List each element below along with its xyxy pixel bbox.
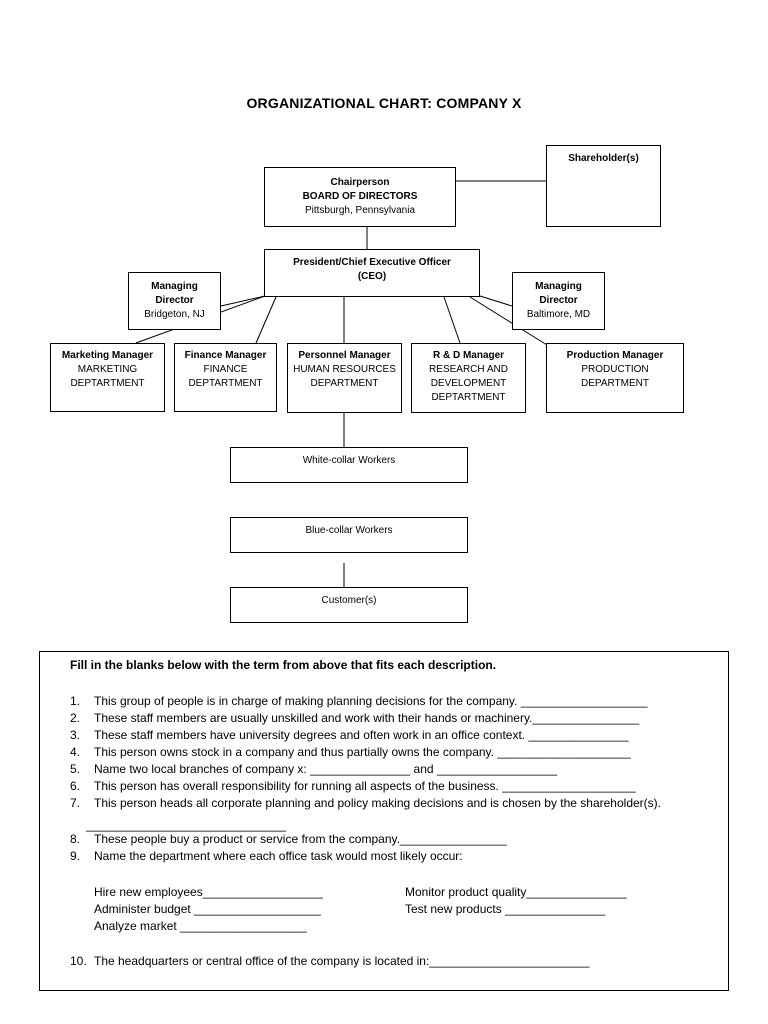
ceo-abbr: (CEO)	[357, 271, 387, 282]
rd-dept-2: DEVELOPMENT	[430, 378, 507, 389]
marketing-box: Marketing Manager MARKETING DEPTARTMENT	[50, 343, 165, 412]
shareholders-box: Shareholder(s)	[546, 145, 661, 227]
connector-ceo-md-right	[479, 295, 513, 307]
personnel-dept-2: DEPARTMENT	[310, 378, 379, 389]
question-9: 9. Name the department where each office …	[70, 848, 463, 865]
shareholders-label: Shareholder(s)	[568, 153, 639, 164]
blue-collar-label: Blue-collar Workers	[305, 525, 393, 536]
ceo-box: President/Chief Executive Officer (CEO)	[264, 249, 480, 297]
md-left-location: Bridgeton, NJ	[144, 309, 205, 320]
question-text: These people buy a product or service fr…	[94, 832, 507, 846]
rd-title: R & D Manager	[432, 350, 505, 361]
page-title: ORGANIZATIONAL CHART: COMPANY X	[246, 95, 522, 111]
marketing-dept-2: DEPTARTMENT	[70, 378, 145, 389]
blue-collar-box: Blue-collar Workers	[230, 517, 468, 553]
production-dept-2: DEPARTMENT	[581, 378, 649, 389]
finance-dept-2: DEPTARTMENT	[188, 378, 263, 389]
question-text: These staff members have university degr…	[94, 728, 629, 742]
question-number: 6.	[70, 779, 81, 793]
question-10: 10. The headquarters or central office of…	[70, 953, 589, 970]
question-number: 8.	[70, 832, 81, 846]
question-text: This group of people is in charge of mak…	[94, 694, 648, 708]
question-number: 5.	[70, 762, 81, 776]
question-number: 1.	[70, 694, 81, 708]
personnel-title: Personnel Manager	[298, 350, 391, 361]
question-3: 3. These staff members have university de…	[70, 727, 629, 744]
question-6: 6. This person has overall responsibility…	[70, 778, 636, 795]
question-5: 5. Name two local branches of company x: …	[70, 761, 557, 778]
finance-title: Finance Manager	[184, 350, 267, 361]
production-dept-1: PRODUCTION	[581, 364, 649, 375]
marketing-dept-1: MARKETING	[77, 364, 138, 375]
question-2: 2. These staff members are usually unskil…	[70, 710, 639, 727]
production-box: Production Manager PRODUCTION DEPARTMENT	[546, 343, 684, 413]
production-title: Production Manager	[566, 350, 664, 361]
question-text: Name the department where each office ta…	[94, 849, 463, 863]
rd-box: R & D Manager RESEARCH AND DEVELOPMENT D…	[411, 343, 526, 413]
question-number: 4.	[70, 745, 81, 759]
question-4: 4. This person owns stock in a company an…	[70, 744, 631, 761]
md-left-box: Managing Director Bridgeton, NJ	[128, 272, 221, 330]
connector-ceo-rd	[443, 296, 461, 344]
md-left-line1: Managing	[151, 281, 198, 292]
personnel-box: Personnel Manager HUMAN RESOURCES DEPART…	[287, 343, 402, 413]
question-number: 2.	[70, 711, 81, 725]
md-right-box: Managing Director Baltimore, MD	[512, 272, 605, 330]
question-text: Name two local branches of company x: __…	[94, 762, 558, 776]
question-number: 10.	[70, 954, 87, 968]
board-location: Pittsburgh, Pennsylvania	[304, 205, 416, 216]
question-number: 7.	[70, 796, 81, 810]
question-number: 9.	[70, 849, 81, 863]
white-collar-label: White-collar Workers	[302, 455, 396, 466]
md-right-line2: Director	[539, 295, 578, 306]
finance-dept-1: FINANCE	[203, 364, 248, 375]
question-7: 7. This person heads all corporate planni…	[70, 795, 661, 812]
customers-label: Customer(s)	[321, 595, 377, 606]
board-box: Chairperson BOARD OF DIRECTORS Pittsburg…	[264, 167, 456, 227]
md-right-location: Baltimore, MD	[526, 309, 591, 320]
question-text: This person owns stock in a company and …	[94, 745, 631, 759]
chairperson-label: Chairperson	[330, 177, 390, 188]
marketing-title: Marketing Manager	[61, 350, 154, 361]
connector-ceo-md-left	[220, 295, 266, 307]
question-text: These staff members are usually unskille…	[94, 711, 640, 725]
task-analyze-market[interactable]: Analyze market ___________________	[94, 919, 307, 933]
question-number: 3.	[70, 728, 81, 742]
task-hire-employees[interactable]: Hire new employees__________________	[94, 885, 323, 899]
customers-box: Customer(s)	[230, 587, 468, 623]
rd-dept-1: RESEARCH AND	[429, 364, 508, 375]
task-administer-budget[interactable]: Administer budget ___________________	[94, 902, 321, 916]
md-right-line1: Managing	[535, 281, 582, 292]
rd-dept-3: DEPTARTMENT	[431, 392, 506, 403]
ceo-title: President/Chief Executive Officer	[293, 257, 451, 268]
connector-ceo-finance	[255, 296, 277, 344]
questions-instructions: Fill in the blanks below with the term f…	[70, 658, 497, 672]
board-label: BOARD OF DIRECTORS	[302, 191, 418, 202]
task-monitor-quality[interactable]: Monitor product quality_______________	[405, 885, 627, 899]
md-left-line2: Director	[155, 295, 194, 306]
finance-box: Finance Manager FINANCE DEPTARTMENT	[174, 343, 277, 412]
connector-ceo-production	[469, 296, 548, 346]
question-text: This person has overall responsibility f…	[94, 779, 636, 793]
question-1: 1. This group of people is in charge of m…	[70, 693, 648, 710]
question-8: 8. These people buy a product or service …	[70, 831, 507, 848]
questions-panel: Fill in the blanks below with the term f…	[39, 651, 729, 991]
white-collar-box: White-collar Workers	[230, 447, 468, 483]
personnel-dept-1: HUMAN RESOURCES	[293, 364, 396, 375]
question-7-blank[interactable]: ______________________________	[86, 818, 287, 832]
question-text: The headquarters or central office of th…	[94, 954, 590, 968]
task-test-products[interactable]: Test new products _______________	[405, 902, 606, 916]
question-text: This person heads all corporate planning…	[94, 796, 661, 810]
